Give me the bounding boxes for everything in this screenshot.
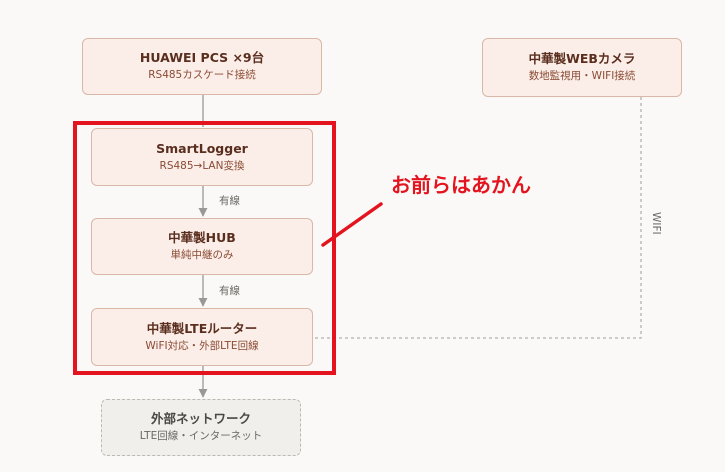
node-subtitle: 数地監視用・WIFI接続: [528, 70, 636, 82]
node-title: HUAWEI PCS ×9台: [139, 50, 265, 65]
lte-router-node: 中華製LTEルーター WiFI対応・外部LTE回線: [91, 308, 313, 366]
web-camera-node: 中華製WEBカメラ 数地監視用・WIFI接続: [482, 38, 682, 97]
node-title: SmartLogger: [156, 140, 248, 156]
node-subtitle: RS485→LAN変換: [159, 159, 245, 172]
highlight-box: [73, 121, 336, 375]
edge-label-hub-router: 有線: [219, 285, 240, 297]
node-title: 中華製LTEルーター: [146, 320, 258, 336]
edge-label-logger-hub: 有線: [219, 195, 240, 207]
node-subtitle: LTE回線・インターネット: [139, 430, 263, 442]
node-subtitle: 単純中継のみ: [170, 249, 234, 261]
huawei-pcs-node: HUAWEI PCS ×9台 RS485カスケード接続: [82, 38, 322, 95]
node-subtitle: RS485カスケード接続: [148, 69, 256, 81]
node-title: 中華製WEBカメラ: [528, 51, 636, 66]
annotation-text: お前らはあかん: [391, 173, 531, 197]
edge-label-wifi: WIFI: [650, 212, 662, 235]
smartlogger-node: SmartLogger RS485→LAN変換: [91, 128, 313, 186]
hub-node: 中華製HUB 単純中継のみ: [91, 218, 313, 275]
edge-camera-to-router: [315, 97, 642, 339]
node-title: 中華製HUB: [168, 230, 236, 245]
external-network-node: 外部ネットワーク LTE回線・インターネット: [101, 399, 301, 456]
node-subtitle: WiFI対応・外部LTE回線: [145, 339, 259, 352]
node-title: 外部ネットワーク: [150, 411, 251, 426]
